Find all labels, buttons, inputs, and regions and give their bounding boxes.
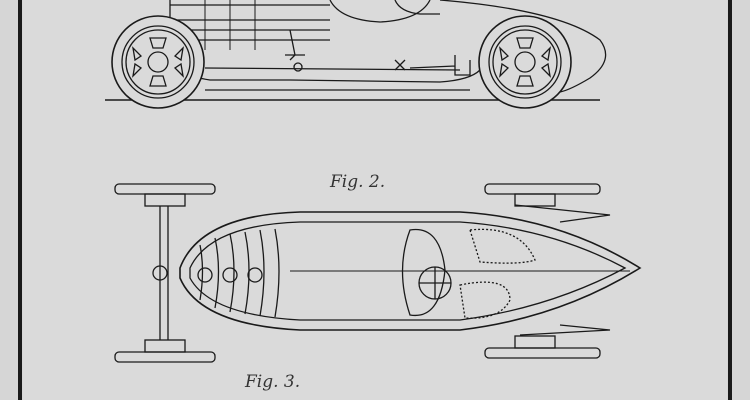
frame-border [18, 0, 732, 400]
rear-wheel [478, 15, 572, 109]
top-view-car [114, 183, 642, 363]
grille-ribs [197, 228, 280, 318]
figure-3-label: Fig. 3. [245, 372, 301, 392]
figure-2-label: Fig. 2. [330, 172, 386, 192]
side-view-car [105, 0, 607, 109]
front-wheel [111, 15, 205, 109]
